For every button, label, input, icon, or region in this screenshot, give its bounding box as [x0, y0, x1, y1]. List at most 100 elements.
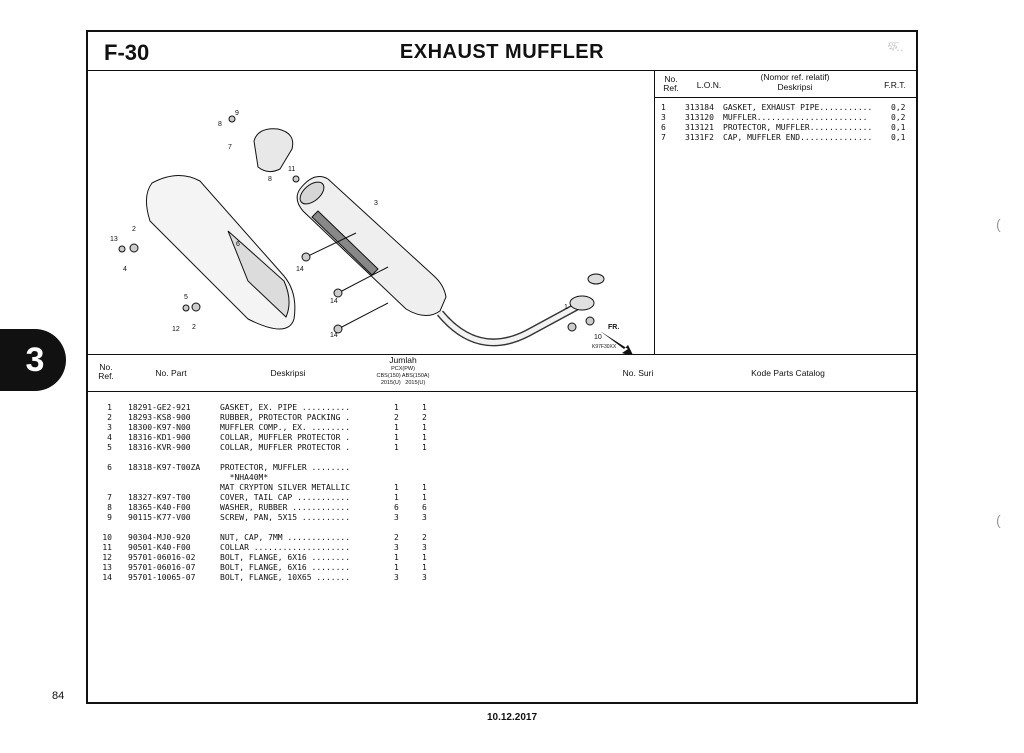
rp-frt: 0,1 — [891, 133, 906, 142]
row-part: 95701-10065-07 — [128, 573, 196, 582]
row-part: 18327-K97-T00 — [128, 493, 191, 502]
rp-header-no-ref: No. Ref. — [663, 74, 679, 93]
edge-mark: ( — [996, 216, 1001, 232]
row-desc: COLLAR .................... — [220, 543, 351, 552]
rp-row: 6 313121 PROTECTOR, MUFFLER.............… — [655, 123, 917, 133]
page-number: 84 — [52, 690, 65, 702]
table-row: 3 18300-K97-N00 MUFFLER COMP., EX. .....… — [88, 423, 488, 433]
row-ref: 10 — [102, 533, 112, 542]
row-ref: 12 — [102, 553, 112, 562]
row-qty-abs: 1 — [422, 553, 427, 562]
row-qty-cbs: 1 — [394, 443, 399, 452]
row-desc: NUT, CAP, 7MM ............. — [220, 533, 351, 542]
muffler-protector — [146, 175, 296, 330]
row-ref: 4 — [107, 433, 112, 442]
row-part: 90304-MJ0-920 — [128, 533, 191, 542]
row-qty-cbs: 1 — [394, 553, 399, 562]
callout: 14 — [330, 298, 338, 305]
row-desc: COLLAR, MUFFLER PROTECTOR . — [220, 443, 351, 452]
row-qty-abs: 1 — [422, 403, 427, 412]
rp-frt: 0,2 — [891, 103, 906, 112]
row-part: 18318-K97-T00ZA — [128, 463, 201, 472]
rp-divider — [655, 97, 917, 98]
row-part: 18365-K40-F00 — [128, 503, 191, 512]
row-qty-abs: 2 — [422, 413, 427, 422]
row-qty-abs: 6 — [422, 503, 427, 512]
header-no-part: No. Part — [155, 368, 187, 378]
row-ref: 14 — [102, 573, 112, 582]
row-part: 95701-06016-02 — [128, 553, 196, 562]
callout: 8 — [268, 176, 272, 183]
table-row: 7 18327-K97-T00 COVER, TAIL CAP ........… — [88, 493, 488, 503]
row-part: 90115-K77-V00 — [128, 513, 191, 522]
row-part: 18300-K97-N00 — [128, 423, 191, 432]
row-ref: 7 — [107, 493, 112, 502]
rp-no: 1 — [661, 103, 666, 112]
rp-no: 7 — [661, 133, 666, 142]
row-qty-abs: 1 — [422, 563, 427, 572]
rp-row: 7 3131F2 CAP, MUFFLER END...............… — [655, 133, 917, 143]
table-row: 14 95701-10065-07 BOLT, FLANGE, 10X65 ..… — [88, 573, 488, 583]
row-qty-abs: 1 — [422, 483, 427, 492]
header-no-ref: No. Ref. — [98, 362, 114, 381]
callout: 11 — [288, 166, 295, 173]
callout: 13 — [110, 236, 118, 243]
row-desc: BOLT, FLANGE, 6X16 ........ — [220, 553, 351, 562]
figure-code: F-30 — [104, 40, 150, 65]
rp-lon: 313121 — [685, 123, 714, 132]
parts-table-header: No. Ref. No. Part Deskripsi Jumlah PCX(P… — [88, 354, 916, 392]
row-qty-abs: 3 — [422, 543, 427, 552]
row-ref: 5 — [107, 443, 112, 452]
row-qty-cbs: 2 — [394, 413, 399, 422]
row-desc: WASHER, RUBBER ............ — [220, 503, 351, 512]
callout: 9 — [235, 110, 239, 117]
header-years: 2015(U) 2015(U) — [380, 380, 426, 386]
section-tab: 3 — [0, 329, 66, 391]
row-desc: MUFFLER COMP., EX. ........ — [220, 423, 351, 432]
rp-no: 6 — [661, 123, 666, 132]
rp-lon: 313120 — [685, 113, 714, 122]
table-row: 10 90304-MJ0-920 NUT, CAP, 7MM .........… — [88, 533, 488, 543]
row-ref: 11 — [102, 543, 112, 552]
callout: 14 — [330, 332, 338, 339]
row-ref: 8 — [107, 503, 112, 512]
catalog-frame: F-30 EXHAUST MUFFLER ক্ষ.. — [86, 30, 918, 704]
callout: 2 — [192, 324, 196, 331]
print-date: 10.12.2017 — [486, 712, 538, 723]
callout: 6 — [236, 241, 240, 248]
row-qty-abs: 1 — [422, 493, 427, 502]
table-row: 4 18316-KD1-900 COLLAR, MUFFLER PROTECTO… — [88, 433, 488, 443]
rp-frt: 0,1 — [891, 123, 906, 132]
table-row: 11 90501-K40-F00 COLLAR ................… — [88, 543, 488, 553]
section-number: 3 — [25, 341, 45, 379]
row-part: 18316-KD1-900 — [128, 433, 191, 442]
row-desc: GASKET, EX. PIPE .......... — [220, 403, 351, 412]
signature: ক্ষ.. — [886, 39, 904, 54]
callout: 2 — [132, 226, 136, 233]
table-row: MAT CRYPTON SILVER METALLIC 1 1 — [88, 483, 488, 493]
drawing-code: K97F30XX — [592, 344, 617, 350]
row-qty-cbs: 3 — [394, 543, 399, 552]
rp-row: 3 313120 MUFFLER....................... … — [655, 113, 917, 123]
gasket — [587, 273, 605, 285]
exploded-diagram: 9 8 7 11 8 3 2 13 4 6 14 14 5 12 2 14 1 … — [88, 70, 654, 355]
row-ref: 9 — [107, 513, 112, 522]
table-row: 12 95701-06016-02 BOLT, FLANGE, 6X16 ...… — [88, 553, 488, 563]
pipe-flange — [569, 295, 595, 311]
rp-desc: CAP, MUFFLER END............... — [723, 133, 873, 142]
row-desc: COVER, TAIL CAP ........... — [220, 493, 351, 502]
row-qty-cbs: 1 — [394, 403, 399, 412]
row-qty-cbs: 1 — [394, 493, 399, 502]
rp-header-lon: L.O.N. — [696, 80, 722, 90]
row-qty-abs: 2 — [422, 533, 427, 542]
rp-desc: MUFFLER....................... — [723, 113, 868, 122]
rp-no: 3 — [661, 113, 666, 122]
table-row: 6 18318-K97-T00ZA PROTECTOR, MUFFLER ...… — [88, 463, 488, 473]
row-desc: RUBBER, PROTECTOR PACKING . — [220, 413, 351, 422]
muffler-body — [296, 176, 447, 316]
row-qty-cbs: 1 — [394, 483, 399, 492]
row-desc: COLLAR, MUFFLER PROTECTOR . — [220, 433, 351, 442]
callout: 5 — [184, 294, 188, 301]
row-qty-abs: 1 — [422, 433, 427, 442]
row-qty-abs: 3 — [422, 573, 427, 582]
